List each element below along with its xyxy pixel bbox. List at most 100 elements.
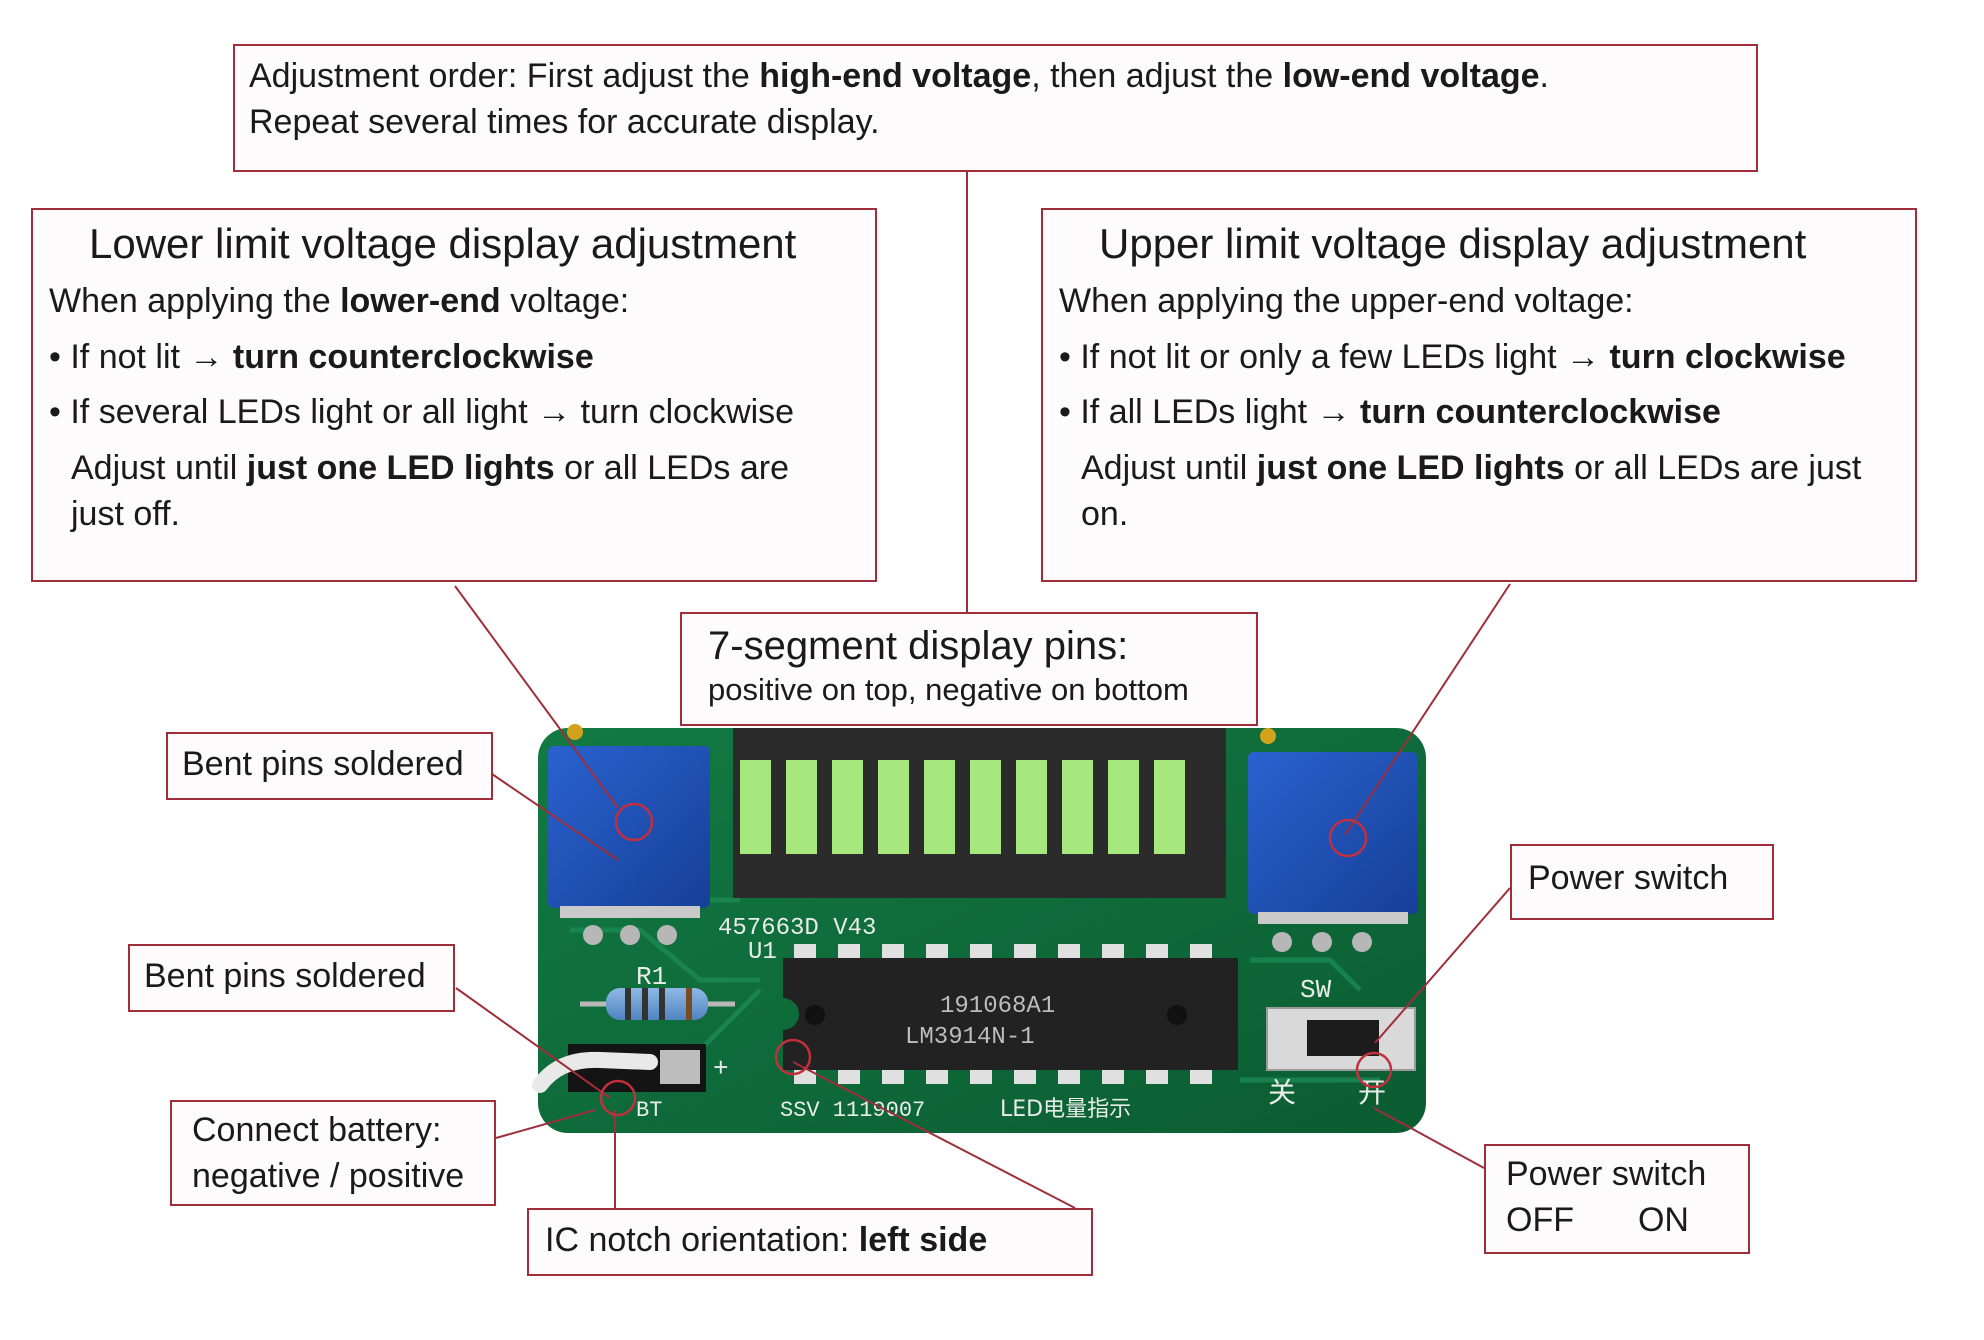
lower-adj-text: Adjust until — [71, 449, 247, 488]
arrow-icon: → — [1316, 393, 1351, 432]
lower-b2-text: If several LEDs light or all light — [70, 393, 538, 432]
bent-pins-label-2: Bent pins soldered — [128, 944, 455, 1012]
adjustment-order-line2: Repeat several times for accurate displa… — [249, 102, 880, 141]
lower-intro-text: When applying the — [49, 281, 341, 320]
silk-top: 457663D V43 — [718, 915, 876, 942]
lower-intro-text: voltage: — [500, 281, 630, 320]
bent-pins-text-2: Bent pins soldered — [144, 957, 426, 995]
lm3914-chip: 191068A1 LM3914N-1 — [783, 944, 1238, 1084]
led-segment — [1108, 760, 1139, 854]
silk-led: LED电量指示 — [1000, 1097, 1131, 1122]
upper-bullet-1: If not lit or only a few LEDs light → tu… — [1059, 335, 1899, 381]
led-segment — [740, 760, 771, 854]
upper-adj-bold: just one LED lights — [1256, 449, 1565, 488]
power-switch-label: Power switch — [1510, 844, 1774, 920]
note-text: , then adjust the — [1031, 57, 1283, 95]
led-segment — [832, 760, 863, 854]
upper-adjust-note: Adjust until just one LED lights or all … — [1059, 446, 1899, 538]
battery-line1: Connect battery: — [192, 1111, 442, 1149]
seven-seg-title: 7-segment display pins: — [708, 624, 1129, 668]
silk-bt: BT — [636, 1098, 662, 1123]
ic-pin — [926, 944, 948, 960]
note-text: . — [1539, 57, 1549, 95]
lower-adj-bold: just one LED lights — [246, 449, 555, 488]
upper-b1-bold: turn clockwise — [1600, 337, 1846, 376]
marker-left-pot — [614, 802, 654, 842]
ic-pin — [794, 944, 816, 960]
bent-pins-label-1: Bent pins soldered — [166, 732, 493, 800]
led-segment — [1154, 760, 1185, 854]
silkscreen: 457663D V43 U1 R1 SW + BT SSV 1119007 LE… — [636, 915, 1386, 1123]
arrow-icon: → — [537, 393, 572, 432]
upper-bullet-2: If all LEDs light → turn counterclockwis… — [1059, 390, 1899, 436]
led-bar-display — [733, 728, 1226, 898]
right-potentiometer — [1248, 728, 1418, 952]
upper-b2-bold: turn counterclockwise — [1350, 393, 1721, 432]
ic-pin — [1146, 944, 1168, 960]
upper-b2-text: If all LEDs light — [1080, 393, 1317, 432]
lower-adj-text: or all LEDs are — [554, 449, 789, 488]
silk-u1: U1 — [748, 939, 777, 966]
ic-notch-label: IC notch orientation: left side — [527, 1208, 1093, 1276]
ic-pin — [1058, 1068, 1080, 1084]
ic-notch-bold: left side — [858, 1221, 988, 1259]
silk-sw: SW — [1300, 975, 1332, 1005]
ic-pin — [1146, 1068, 1168, 1084]
ic-pin — [1190, 944, 1212, 960]
battery-label: Connect battery: negative / positive — [170, 1100, 496, 1206]
lower-b2-text: turn clockwise — [571, 393, 795, 432]
lower-intro: When applying the lower-end voltage: — [49, 279, 859, 325]
upper-adj-text: on. — [1081, 495, 1129, 534]
silk-plus: + — [713, 1054, 729, 1084]
lower-adjust-note: Adjust until just one LED lights or all … — [49, 446, 859, 538]
ic-pin — [1014, 1068, 1036, 1084]
lower-adj-text: just off. — [71, 495, 180, 534]
note-text: Adjustment order: First adjust the — [249, 57, 760, 95]
power-switch-text: Power switch — [1528, 859, 1729, 897]
note-low-end: low-end voltage — [1282, 57, 1540, 95]
lower-bullet-1: If not lit → turn counterclockwise — [49, 335, 859, 381]
arrow-icon: → — [189, 337, 224, 376]
ic-pin — [1102, 1068, 1124, 1084]
lower-b1-bold: turn counterclockwise — [223, 337, 594, 376]
ic-pin — [838, 1068, 860, 1084]
switch-off-label: OFF — [1506, 1200, 1574, 1239]
left-potentiometer — [548, 724, 710, 945]
ic-pin — [970, 944, 992, 960]
slide-switch — [1266, 1007, 1416, 1071]
arrow-icon: → — [1566, 337, 1601, 376]
lower-limit-box: Lower limit voltage display adjustment W… — [31, 208, 877, 582]
ic-pin — [838, 944, 860, 960]
ic-pin — [926, 1068, 948, 1084]
silk-off: 关 — [1268, 1076, 1296, 1109]
led-segment — [924, 760, 955, 854]
ic-pin — [1058, 944, 1080, 960]
silk-r1: R1 — [636, 962, 667, 992]
marker-ic-notch — [774, 1038, 812, 1076]
ic-pin — [1190, 1068, 1212, 1084]
seven-seg-subtitle: positive on top, negative on bottom — [708, 672, 1189, 707]
marker-switch — [1355, 1051, 1393, 1089]
led-segment — [1062, 760, 1093, 854]
resistor-r1 — [580, 988, 735, 1020]
battery-line2: negative / positive — [192, 1156, 465, 1195]
ic-notch-text: IC notch orientation: — [545, 1221, 859, 1259]
lower-bullet-2: If several LEDs light or all light → tur… — [49, 390, 859, 436]
bent-pins-text-1: Bent pins soldered — [182, 745, 464, 783]
upper-intro: When applying the upper-end voltage: — [1059, 281, 1634, 320]
marker-battery — [599, 1079, 637, 1117]
power-switch-state-title: Power switch — [1506, 1155, 1707, 1193]
led-segment — [878, 760, 909, 854]
adjustment-order-line1: Adjustment order: First adjust the high-… — [249, 54, 1742, 100]
upper-b1-text: If not lit or only a few LEDs light — [1080, 337, 1567, 376]
upper-adj-text: or all LEDs are just — [1564, 449, 1862, 488]
ic-pin — [1014, 944, 1036, 960]
led-segment — [970, 760, 1001, 854]
upper-limit-title: Upper limit voltage display adjustment — [1099, 220, 1807, 267]
lower-intro-bold: lower-end — [340, 281, 501, 320]
chip-line2: LM3914N-1 — [905, 1024, 1035, 1051]
